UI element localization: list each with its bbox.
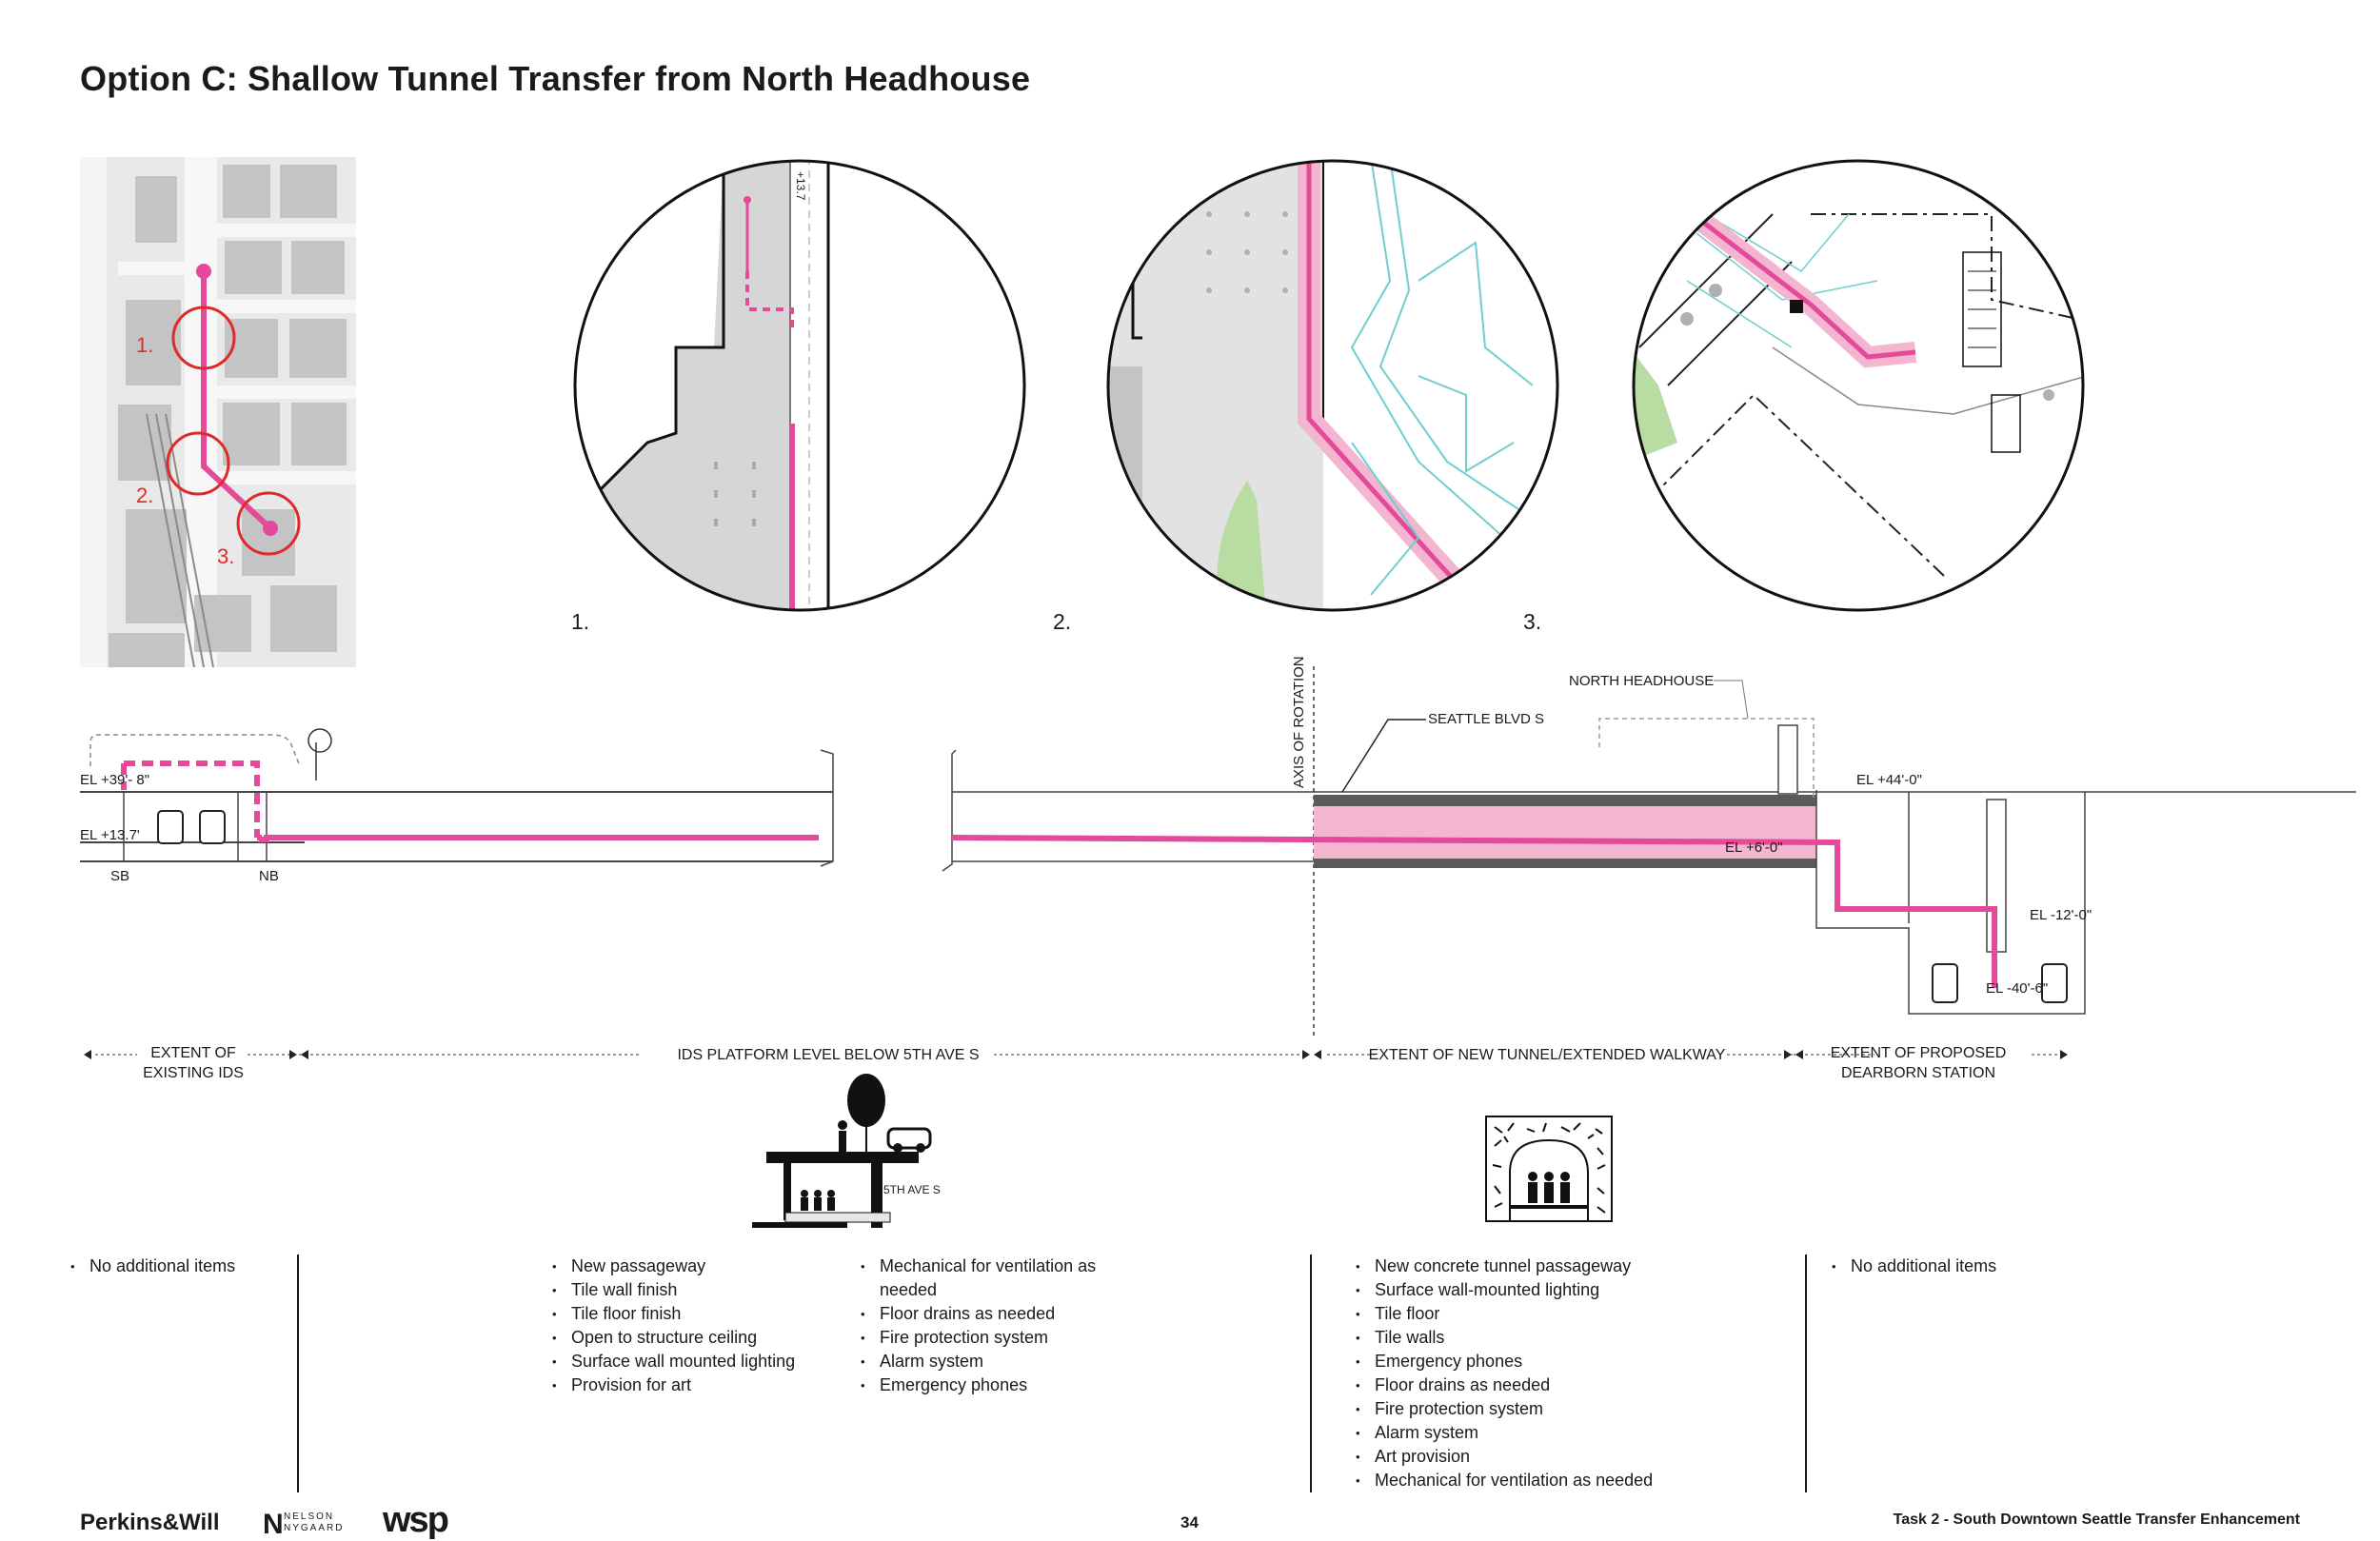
list-item: Open to structure ceiling	[552, 1326, 838, 1350]
list-item: Art provision	[1356, 1445, 1717, 1469]
detail-number: 3.	[1523, 609, 1542, 634]
wsp-logo: wsp	[383, 1500, 449, 1540]
list-item: Tile wall finish	[552, 1278, 838, 1302]
list-item: Emergency phones	[861, 1373, 1127, 1397]
extent-existing-ids: EXTENT OF EXISTING IDS	[143, 1045, 244, 1081]
nelson-nygaard-logo: NELSON NYGAARD	[284, 1511, 345, 1533]
list-item: Surface wall mounted lighting	[552, 1350, 838, 1373]
list-item: Alarm system	[1356, 1421, 1717, 1445]
list-item: Provision for art	[552, 1373, 838, 1397]
task-title: Task 2 - South Downtown Seattle Transfer…	[1893, 1511, 2300, 1528]
axis-of-rotation-label: AXIS OF ROTATION	[1291, 656, 1307, 788]
seattle-blvd-label: SEATTLE BLVD S	[1428, 711, 1544, 727]
list-item: Tile floor finish	[552, 1302, 838, 1326]
section-diagram	[80, 666, 2356, 1037]
detail-circle-3	[1632, 159, 2085, 612]
elevation-label: EL -12'-0"	[2030, 907, 2092, 923]
extent-dimension-line	[84, 1050, 2068, 1059]
column-divider	[1310, 1255, 1312, 1492]
detail-circle-2	[1106, 159, 1559, 612]
list-item: Emergency phones	[1356, 1350, 1717, 1373]
key-map	[80, 157, 356, 667]
extent-ids-platform: IDS PLATFORM LEVEL BELOW 5TH AVE S	[677, 1047, 980, 1063]
map-callout-label: 1.	[136, 333, 154, 357]
elevation-label: EL +39'- 8"	[80, 772, 150, 788]
map-callout-label: 3.	[217, 544, 235, 568]
list-item: No additional items	[70, 1255, 289, 1278]
extent-dearborn-station: EXTENT OF PROPOSED DEARBORN STATION	[1830, 1045, 2007, 1081]
southbound-label: SB	[110, 868, 130, 884]
northbound-label: NB	[259, 868, 279, 884]
list-item: Alarm system	[861, 1350, 1127, 1373]
column-existing-ids: No additional items	[70, 1255, 289, 1278]
platform-section-icon	[752, 1074, 932, 1228]
list-item: Floor drains as needed	[861, 1302, 1127, 1326]
nelson-nygaard-logo-mark: N	[263, 1509, 284, 1540]
column-ids-platform-b: Mechanical for ventilation as needed Flo…	[861, 1255, 1127, 1397]
north-headhouse-label: NORTH HEADHOUSE	[1569, 673, 1715, 689]
list-item: Floor drains as needed	[1356, 1373, 1717, 1397]
map-callout-label: 2.	[136, 484, 154, 507]
perkins-will-logo: Perkins&Will	[80, 1510, 220, 1535]
list-item: New passageway	[552, 1255, 838, 1278]
list-item: Tile walls	[1356, 1326, 1717, 1350]
detail-number: 2.	[1053, 609, 1072, 634]
column-new-tunnel: New concrete tunnel passageway Surface w…	[1356, 1255, 1717, 1492]
column-divider	[297, 1255, 299, 1492]
detail-elevation-tag: +13.7	[794, 171, 807, 201]
detail-circle-1	[573, 159, 1026, 612]
column-ids-platform-a: New passageway Tile wall finish Tile flo…	[552, 1255, 838, 1397]
elevation-label: EL +44'-0"	[1856, 772, 1922, 788]
list-item: No additional items	[1832, 1255, 2079, 1278]
page-title: Option C: Shallow Tunnel Transfer from N…	[80, 59, 1031, 98]
elevation-label: EL +6'-0"	[1725, 840, 1783, 856]
list-item: Fire protection system	[1356, 1397, 1717, 1421]
extent-new-tunnel: EXTENT OF NEW TUNNEL/EXTENDED WALKWAY	[1368, 1047, 1726, 1063]
list-item: Fire protection system	[861, 1326, 1127, 1350]
detail-number: 1.	[571, 609, 590, 634]
list-item: Mechanical for ventilation as needed	[861, 1255, 1127, 1302]
tunnel-section-icon	[1485, 1116, 1613, 1222]
list-item: Tile floor	[1356, 1302, 1717, 1326]
page-number: 34	[1180, 1513, 1199, 1531]
column-dearborn-station: No additional items	[1832, 1255, 2079, 1278]
list-item: New concrete tunnel passageway	[1356, 1255, 1717, 1278]
5th-ave-label: 5TH AVE S	[883, 1183, 941, 1196]
column-divider	[1805, 1255, 1807, 1492]
elevation-label: EL -40'-6"	[1986, 980, 2049, 997]
list-item: Mechanical for ventilation as needed	[1356, 1469, 1717, 1492]
list-item: Surface wall-mounted lighting	[1356, 1278, 1717, 1302]
elevation-label: EL +13.7'	[80, 827, 140, 843]
